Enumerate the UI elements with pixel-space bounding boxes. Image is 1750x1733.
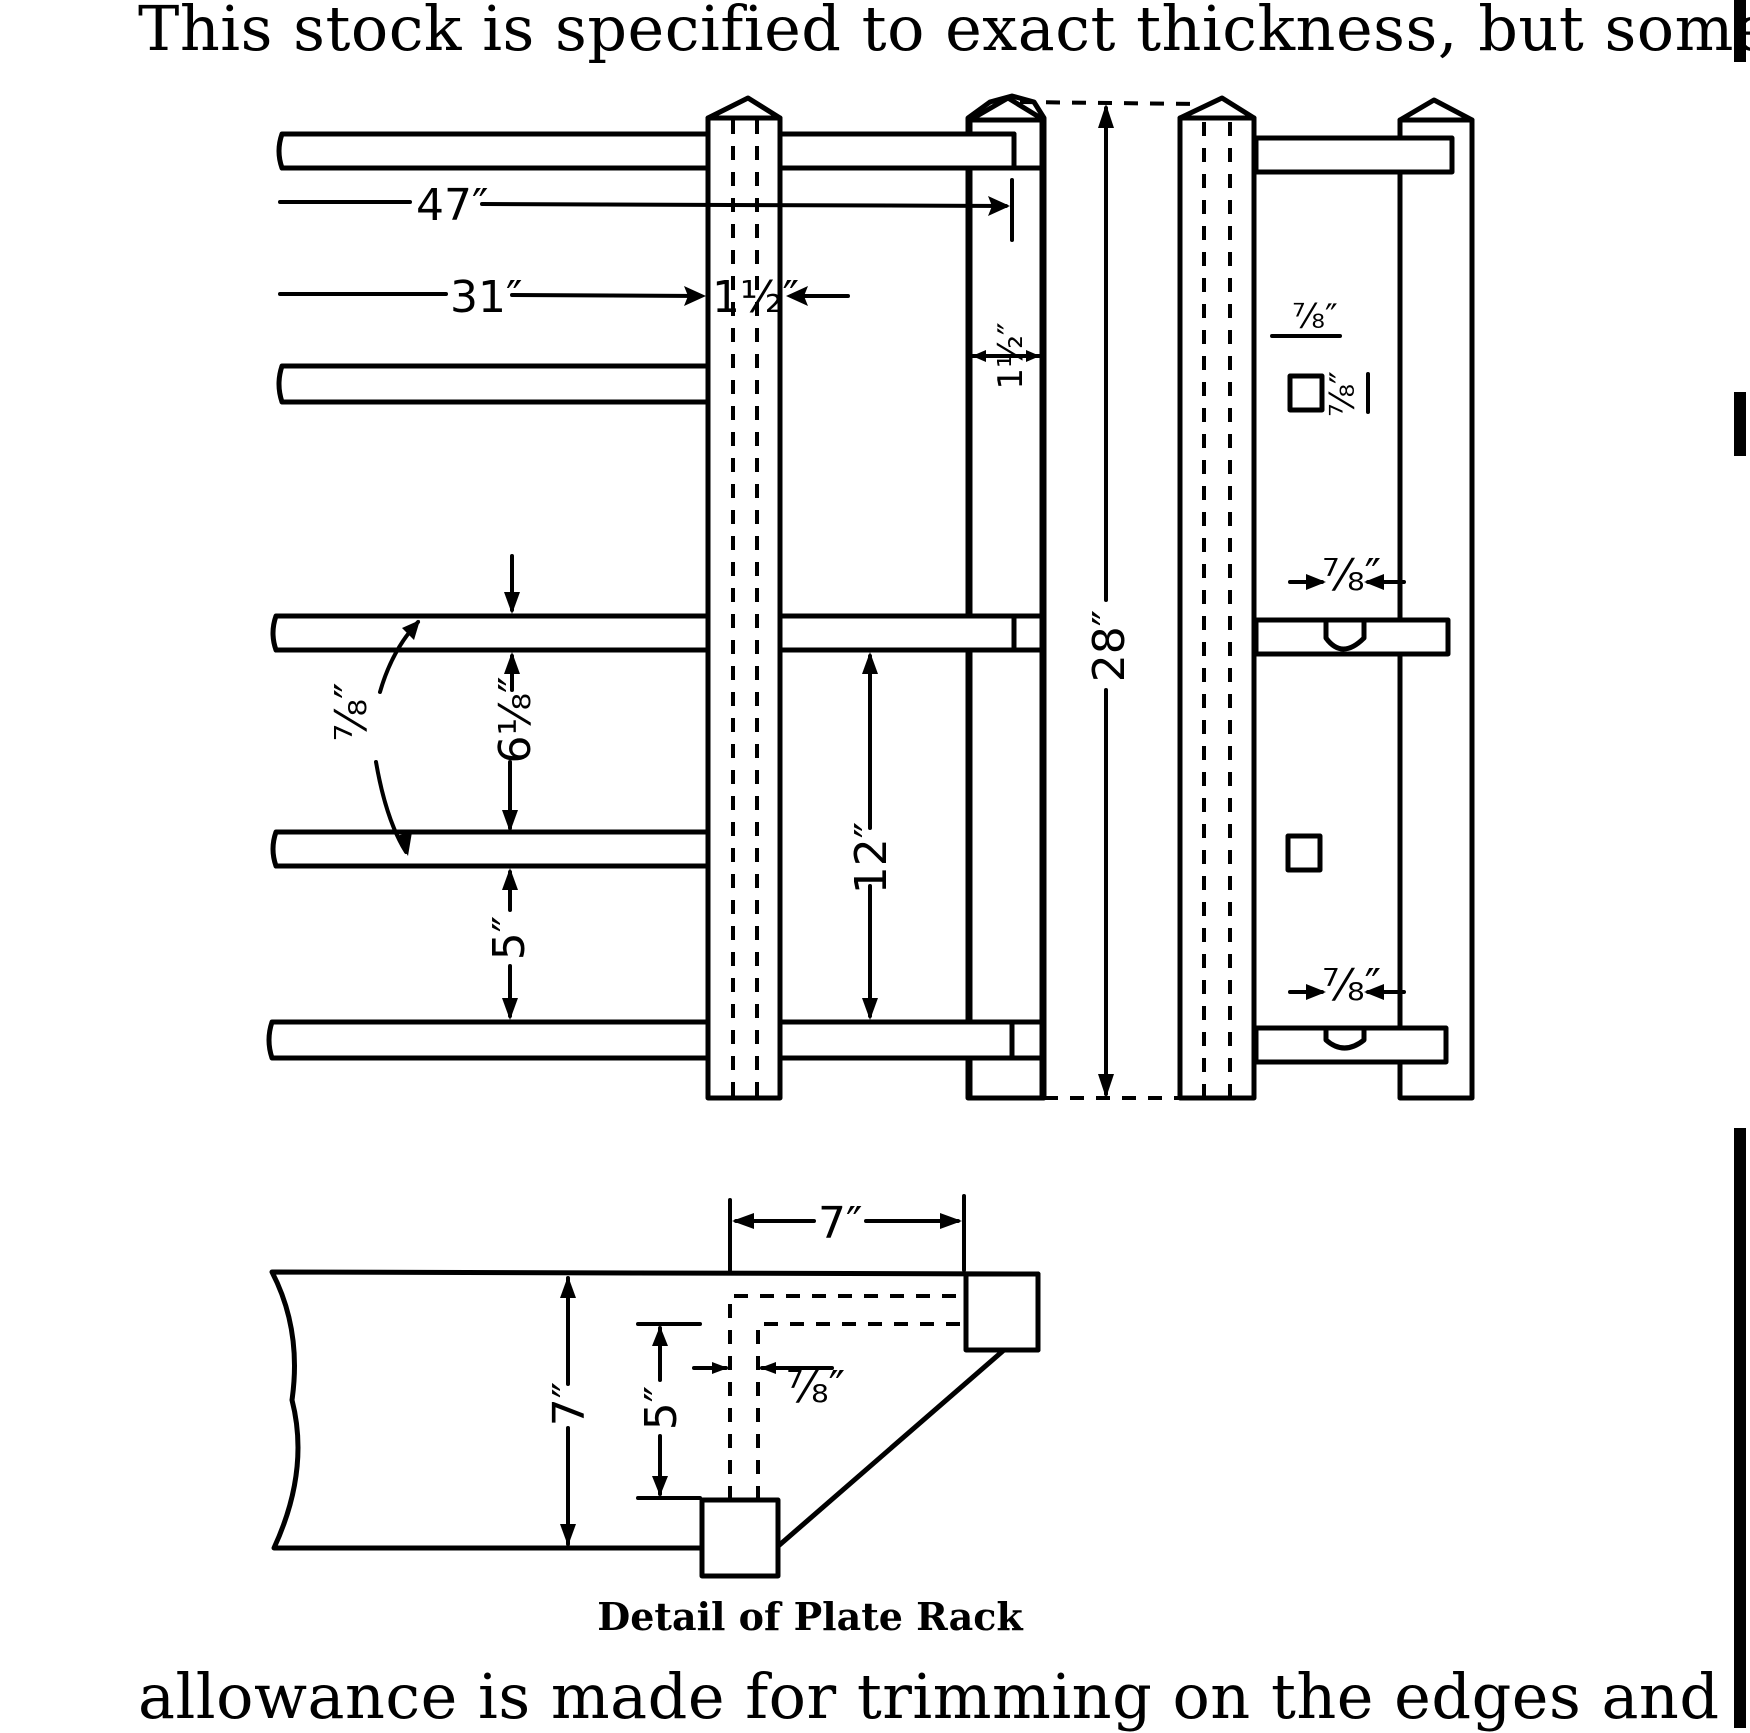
- side-view: ⅞″ ⅞″ ⅞″ ⅞″: [1177, 95, 1475, 1101]
- dim-post-spacing: 12″: [846, 822, 897, 894]
- dim-post-width: 1½″: [712, 272, 799, 323]
- notch: [1323, 1025, 1367, 1051]
- dim-back-post-width: 1½″: [991, 322, 1031, 389]
- dim-rail-gap-upper: 6⅛″: [490, 676, 541, 763]
- dim-thickness: ⅞″: [786, 1362, 845, 1413]
- scan-edge-mark: [1734, 1128, 1746, 1728]
- notch: [1323, 617, 1367, 652]
- side-rail-top: [1253, 135, 1455, 175]
- body-text-bottom: allowance is made for trimming on the ed…: [138, 1660, 1720, 1733]
- post-cap: [1397, 97, 1475, 123]
- front-post-cap: [705, 95, 783, 121]
- dim-rail-short: 31″: [450, 272, 522, 323]
- mortise: [1285, 833, 1323, 873]
- dim-height: 28″: [1084, 610, 1135, 682]
- dim-mortise-width: ⅞″: [1292, 297, 1338, 337]
- back-post-cap: [967, 95, 1047, 123]
- scan-edge-mark: [1734, 0, 1746, 62]
- bracket-outline: [269, 1269, 1041, 1551]
- bottom-rail-end: [699, 1497, 781, 1579]
- scan-edge-mark: [1734, 392, 1746, 456]
- back-post-segment: [967, 1055, 1045, 1101]
- dim-offset: 5″: [636, 1386, 687, 1430]
- front-view: 47″ 31″ 1½″ 1½″ ⅞″ 6⅛″ 5″: [266, 93, 1197, 1101]
- rail-bottom: [266, 1019, 1015, 1061]
- dim-notch-lower: ⅞″: [1322, 960, 1381, 1011]
- end-detail: 7″ 7″ 5″ ⅞″: [269, 1194, 1041, 1579]
- body-text-top: This stock is specified to exact thickne…: [138, 0, 1750, 65]
- post-cap: [1177, 95, 1257, 121]
- dim-width: 7″: [818, 1198, 862, 1249]
- rail-2: [276, 363, 713, 405]
- rail-top: [276, 131, 1017, 171]
- rail-3: [270, 613, 1017, 653]
- dim-height: 7″: [544, 1382, 595, 1426]
- dim-notch-upper: ⅞″: [1322, 550, 1381, 601]
- dim-mortise-height: ⅞″: [1323, 371, 1363, 417]
- dim-rail-long: 47″: [416, 180, 488, 231]
- back-post-segment: [967, 165, 1045, 619]
- top-rail-end: [963, 1271, 1041, 1353]
- dim-rail-thickness: ⅞″: [326, 682, 377, 741]
- mortise: [1287, 373, 1325, 413]
- front-post: [705, 95, 783, 1101]
- rail-4: [270, 829, 713, 869]
- figure-caption: Detail of Plate Rack: [597, 1594, 1023, 1639]
- dim-rail-gap-lower: 5″: [484, 916, 535, 960]
- back-post-segment: [967, 647, 1045, 1025]
